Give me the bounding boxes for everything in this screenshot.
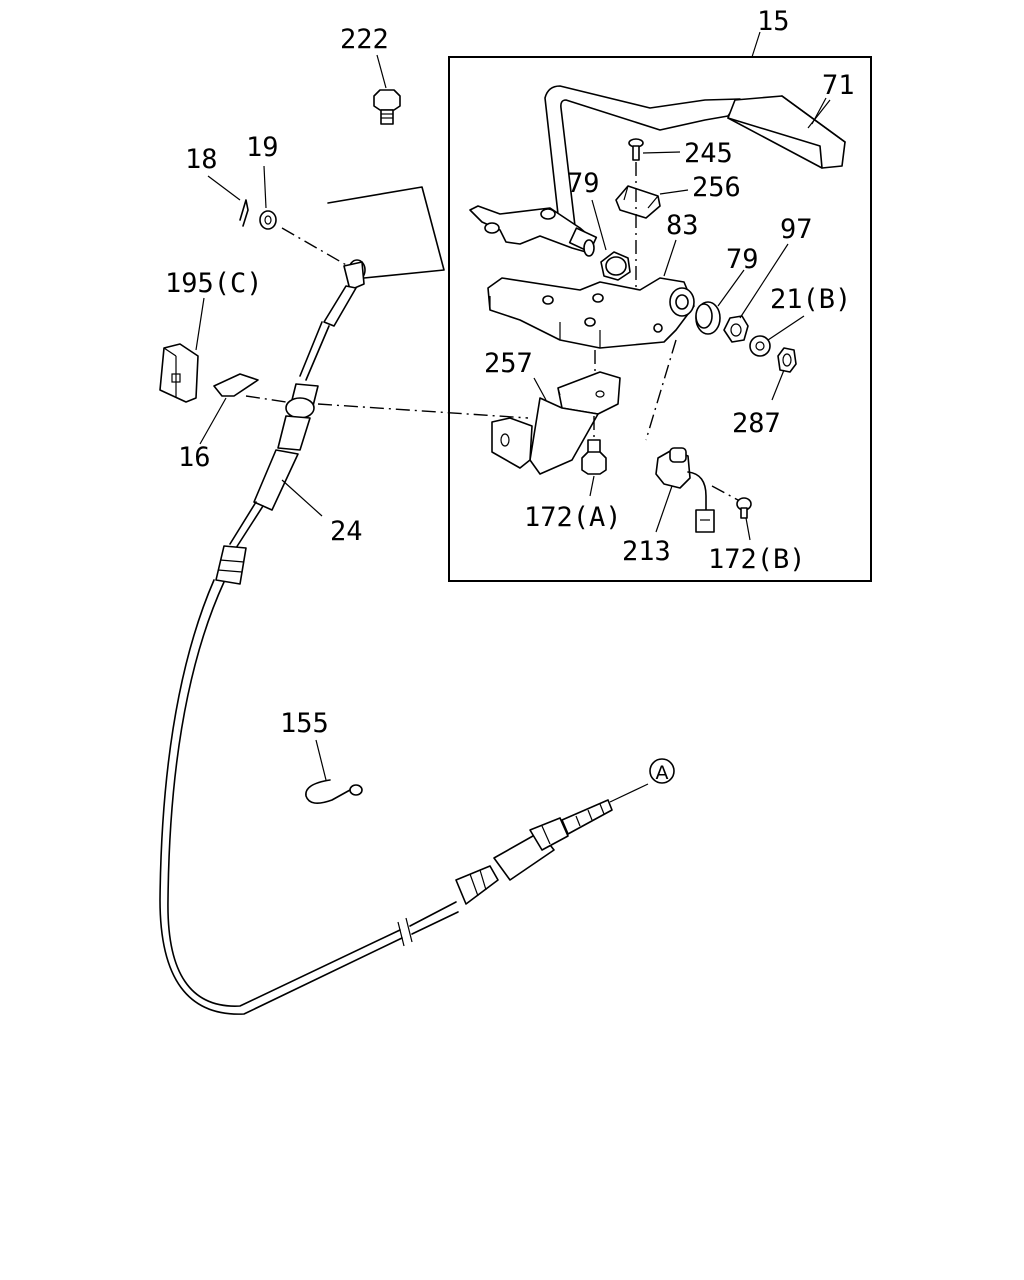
label-79-upper: 79: [567, 168, 600, 199]
label-245: 245: [684, 138, 733, 169]
label-172b: 172(B): [708, 544, 806, 575]
label-19: 19: [246, 132, 279, 163]
label-97: 97: [780, 214, 813, 245]
screw-245: [628, 138, 681, 161]
label-222: 222: [340, 24, 389, 55]
nut-97: [723, 315, 749, 343]
label-21b: 21(B): [770, 284, 851, 315]
stopper-256: [615, 185, 661, 219]
label-16: 16: [178, 442, 211, 473]
clip-155: [305, 739, 363, 804]
shift-lever: [544, 85, 846, 233]
label-71: 71: [822, 70, 855, 101]
label-257: 257: [484, 348, 533, 379]
label-256: 256: [692, 172, 741, 203]
label-15: 15: [757, 6, 790, 37]
bushing-79-left: [600, 251, 631, 281]
label-24: 24: [330, 516, 363, 547]
bolt-172a: [581, 439, 607, 475]
label-213: 213: [622, 536, 671, 567]
lever-pivot: [469, 205, 598, 257]
washer-19: [259, 210, 277, 230]
clip-16: [213, 373, 259, 397]
support-bracket-257: [491, 371, 621, 475]
nut-287: [777, 347, 797, 373]
screw-172b: [711, 485, 752, 519]
part-labels: 15 71 222 245 18 19 79 256 83 97 79 195(…: [165, 6, 855, 739]
shift-cable: [159, 259, 649, 1015]
plane-indicator: [327, 186, 445, 279]
label-83: 83: [666, 210, 699, 241]
reference-a-label: A: [656, 762, 669, 784]
clip-195c: [159, 343, 199, 403]
clip-18: [239, 199, 249, 227]
label-18: 18: [185, 144, 218, 175]
washer-21b: [749, 335, 771, 357]
label-79-lower: 79: [726, 244, 759, 275]
leader-lines: [195, 97, 827, 541]
label-172a: 172(A): [524, 502, 622, 533]
switch-213: [655, 447, 715, 533]
label-195c: 195(C): [165, 268, 263, 299]
assembly-frame: [448, 56, 872, 582]
bushing-79-right: [695, 301, 721, 335]
bolt-222: [373, 54, 401, 125]
label-287: 287: [732, 408, 781, 439]
lever-bracket: [487, 277, 695, 349]
label-155: 155: [280, 708, 329, 739]
reference-a-marker: A: [649, 758, 675, 784]
